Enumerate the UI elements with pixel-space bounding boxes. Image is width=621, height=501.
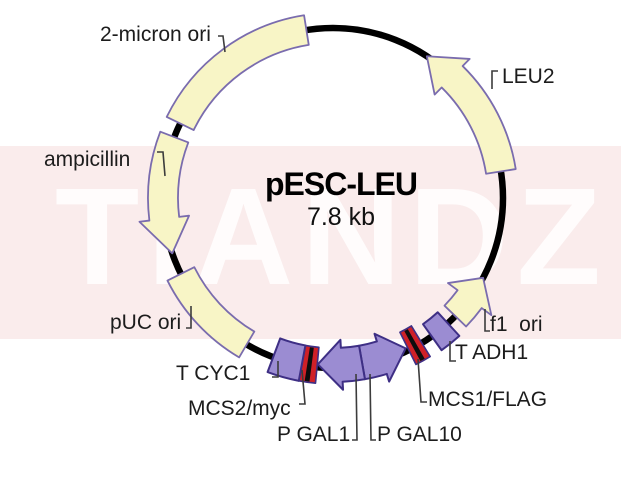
leader-puc-ori <box>186 306 192 329</box>
watermark-band <box>0 146 621 339</box>
plasmid-size: 7.8 kb <box>306 203 376 231</box>
label-t-cyc1: T CYC1 <box>176 362 251 385</box>
label-puc-ori: pUC ori <box>110 311 182 334</box>
leader-leu2 <box>491 70 498 89</box>
leader-t-cyc1 <box>272 361 279 378</box>
feature-mcs1-flag-black-band <box>404 329 425 362</box>
feature-puc-ori <box>166 266 256 359</box>
feature-f1-ori-arrow <box>443 276 493 328</box>
feature-t-cyc1 <box>266 337 307 382</box>
feature-p-gal1-arrow <box>316 338 366 391</box>
leader-p-gal10 <box>369 373 376 441</box>
plasmid-title: pESC-LEU <box>265 166 418 202</box>
label-2-micron-ori: 2-micron ori <box>100 23 211 46</box>
feature-leu2-arrow <box>425 55 517 175</box>
feature-p-gal10-arrow <box>358 332 407 383</box>
label-mcs1-flag: MCS1/FLAG <box>428 388 548 411</box>
feature-two-micron-ori <box>165 14 310 131</box>
leader-two-micron-ori <box>218 35 226 53</box>
label-leu2: LEU2 <box>502 65 555 88</box>
label-ampicillin: ampicillin <box>44 148 131 171</box>
leader-t-adh1 <box>449 341 456 362</box>
feature-t-adh1 <box>422 311 461 352</box>
label-p-gal10: P GAL10 <box>377 423 462 446</box>
watermark-text: TIANDZ <box>55 160 609 314</box>
leader-mcs1-flag <box>417 358 427 403</box>
leader-ampicillin <box>157 151 166 177</box>
label-mcs2-myc: MCS2/myc <box>188 397 291 420</box>
label-t-adh1: T ADH1 <box>455 341 529 364</box>
label-p-gal1: P GAL1 <box>277 423 351 446</box>
leader-mcs2-myc <box>299 369 306 405</box>
label-f1-ori: f1 ori <box>490 313 543 336</box>
feature-ampicillin-arrow <box>138 130 190 255</box>
leader-p-gal1 <box>352 373 358 441</box>
feature-mcs2-myc-black-band <box>304 347 314 382</box>
leader-f1-ori <box>484 309 490 332</box>
